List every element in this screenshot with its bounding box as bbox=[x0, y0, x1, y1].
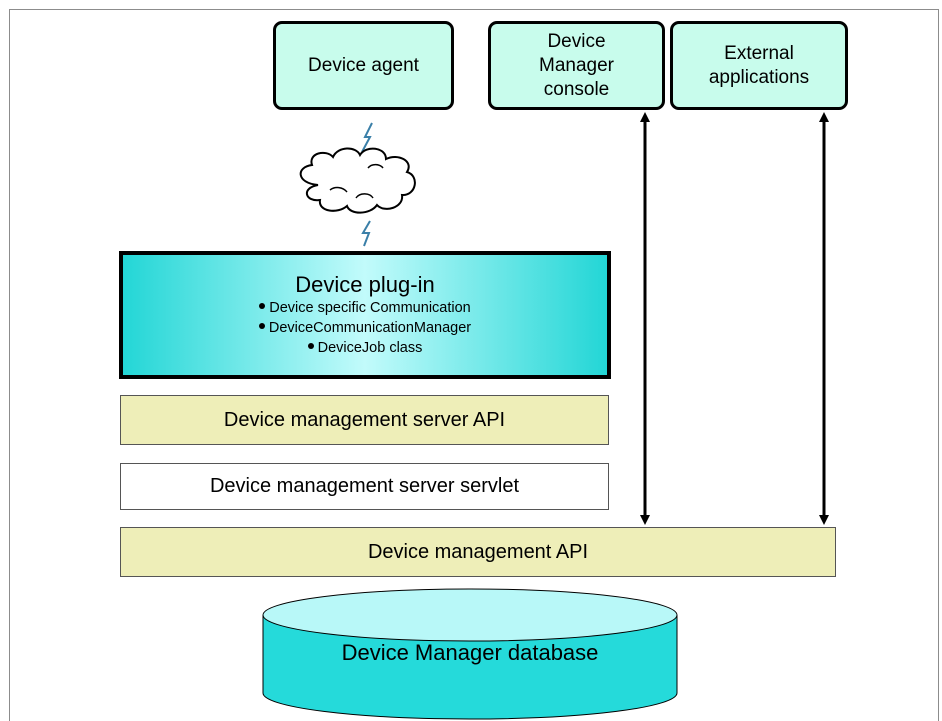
lightning-icon bbox=[361, 220, 371, 247]
device-management-server-servlet-layer: Device management server servlet bbox=[120, 463, 609, 510]
plugin-item: Device specific Communication bbox=[259, 298, 471, 318]
console-label-line3: console bbox=[543, 78, 610, 100]
console-label-line1: Device bbox=[547, 30, 606, 52]
network-cloud-icon bbox=[299, 147, 416, 214]
device-agent-label: Device agent bbox=[308, 54, 419, 76]
plugin-item: DeviceCommunicationManager bbox=[258, 318, 472, 338]
plugin-item-label: Device specific Communication bbox=[269, 300, 471, 316]
database-cylinder-icon bbox=[262, 588, 678, 720]
server-servlet-label: Device management server servlet bbox=[209, 475, 519, 497]
bullet-icon bbox=[259, 303, 266, 310]
device-management-server-api-layer: Device management server API bbox=[120, 395, 609, 445]
bullet-icon bbox=[258, 323, 265, 330]
console-label-line2: Manager bbox=[539, 54, 614, 76]
external-label-line2: applications bbox=[708, 66, 810, 88]
device-plugin-box: Device plug-in Device specific Communica… bbox=[119, 251, 611, 379]
device-agent-box: Device agent bbox=[273, 21, 454, 110]
external-applications-box: External applications bbox=[670, 21, 848, 110]
bullet-icon bbox=[307, 343, 314, 350]
database-label: Device Manager database bbox=[341, 640, 599, 665]
diagram-frame bbox=[9, 9, 939, 721]
plugin-item: DeviceJob class bbox=[307, 338, 423, 358]
device-management-api-layer: Device management API bbox=[120, 527, 836, 577]
plugin-item-label: DeviceJob class bbox=[317, 340, 423, 356]
lightning-icon bbox=[361, 122, 373, 153]
external-label-line1: External bbox=[724, 42, 794, 64]
device-manager-console-box: Device Manager console bbox=[488, 21, 665, 110]
server-api-label: Device management server API bbox=[223, 408, 506, 431]
management-api-label: Device management API bbox=[367, 540, 589, 563]
device-plugin-title: Device plug-in bbox=[295, 272, 435, 297]
plugin-item-label: DeviceCommunicationManager bbox=[268, 320, 472, 336]
